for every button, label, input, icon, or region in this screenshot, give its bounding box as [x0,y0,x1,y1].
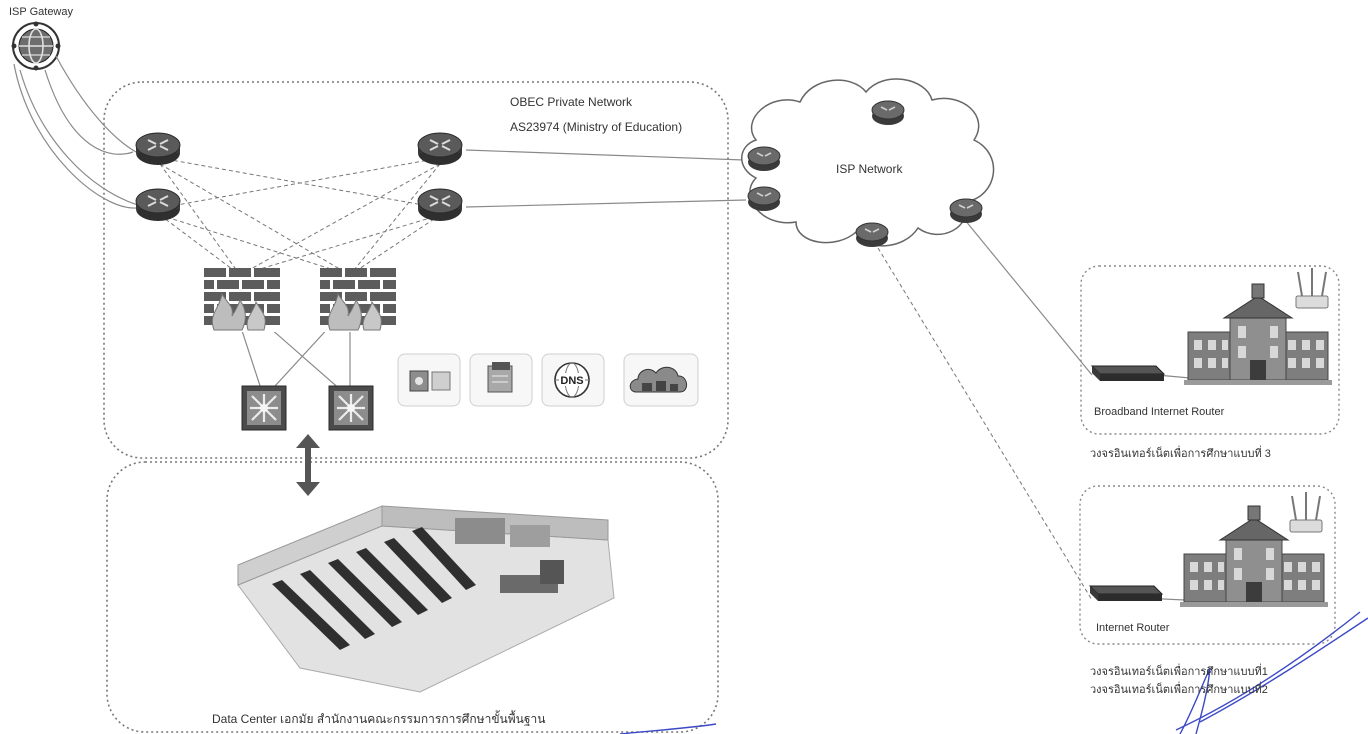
obec-router-1 [135,132,181,166]
school-internet-boundary [1079,485,1336,645]
globe-icon [11,21,61,71]
broadband-router-label: Broadband Internet Router [1094,406,1225,418]
internet-router-label: Internet Router [1096,622,1170,634]
isp-router-right [949,198,983,224]
dashed-links [159,157,1093,601]
core-switch-1 [240,384,288,432]
obec-network-title: OBEC Private Network [510,95,633,109]
obec-network-boundary [103,81,729,459]
broadband-circuit-caption: วงจรอินเทอร์เน็ตเพื่อการศึกษาแบบที่ 3 [1090,448,1271,460]
server-icon [409,370,451,392]
isp-router-left-2 [747,186,781,212]
connection-lines [13,55,1191,601]
cloud-icon [629,366,687,393]
data-center-floorplan [237,505,615,693]
signature [619,611,1368,734]
wifi-access-point-icon [1289,491,1323,533]
data-center-caption: Data Center เอกมัย สำนักงานคณะกรรมการการ… [212,712,546,726]
data-center-boundary [106,461,719,733]
school-broadband-boundary [1080,265,1340,435]
wifi-access-point-icon [1295,267,1329,309]
internet-circuit-caption-2: วงจรอินเทอร์เน็ตเพื่อการศึกษาแบบที่2 [1090,684,1268,696]
dns-label: DNS [560,375,583,387]
obec-router-4 [417,188,463,222]
isp-router-bottom [855,222,889,248]
core-switch-2 [327,384,375,432]
obec-router-3 [417,132,463,166]
isp-router-top [871,100,905,126]
double-arrow-icon [296,434,320,496]
isp-gateway-label: ISP Gateway [9,6,73,18]
internet-router-icon [1089,585,1163,602]
broadband-router-icon [1091,365,1165,382]
firewall-1 [203,267,281,333]
internet-circuit-caption-1: วงจรอินเทอร์เน็ตเพื่อการศึกษาแบบที่1 [1090,666,1268,678]
obec-network-subtitle: AS23974 (Ministry of Education) [510,120,683,134]
isp-network-label: ISP Network [836,162,903,176]
isp-router-left-1 [747,146,781,172]
dns-globe-icon: DNS [554,362,590,398]
document-icon [487,362,513,393]
firewall-2 [319,267,397,333]
obec-router-2 [135,188,181,222]
